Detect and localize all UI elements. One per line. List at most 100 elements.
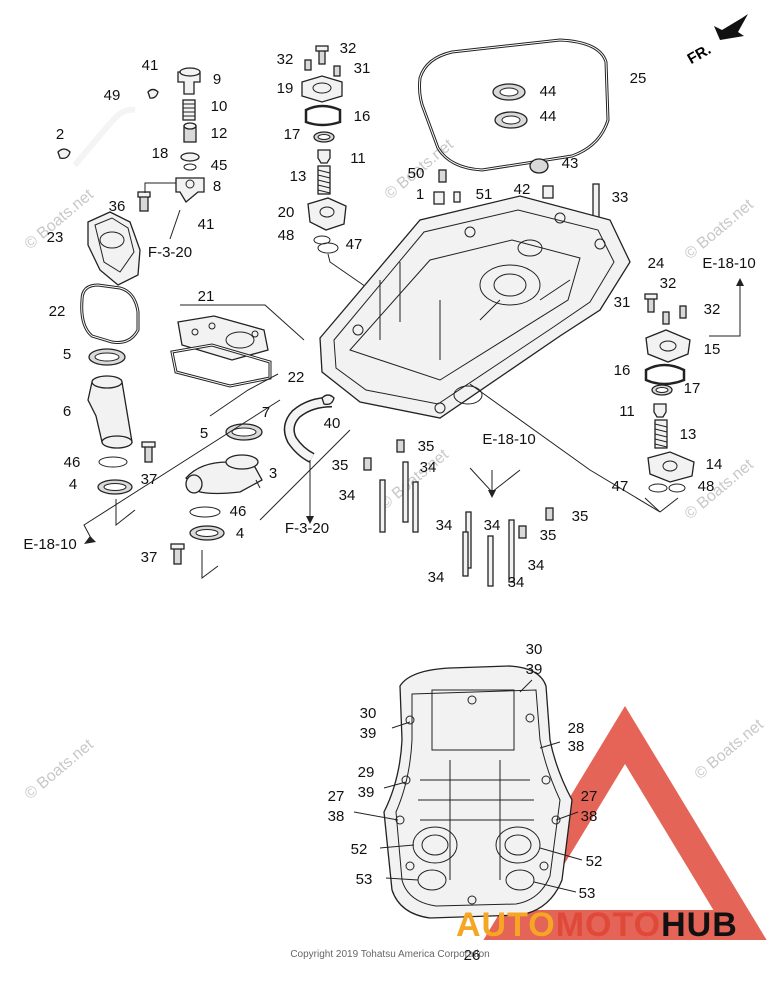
callout-13: 13 (290, 168, 307, 185)
watermark-text: © Boats.net (692, 716, 768, 783)
callout-4: 4 (69, 476, 77, 493)
bolts-34-35 (363, 439, 554, 587)
callout-39: 39 (358, 784, 375, 801)
washer-18 (180, 152, 200, 162)
crankcase-leaders (353, 679, 583, 893)
callout-layer: 4941910121845823641232221225657404637434… (47, 40, 723, 964)
oring-46-left (98, 456, 128, 468)
callout-51: 51 (476, 186, 493, 203)
callout-11: 11 (619, 403, 635, 420)
dowel-1 (433, 191, 445, 205)
cross-reference-E-18-10: E-18-10 (702, 255, 755, 272)
callout-17: 17 (684, 380, 701, 397)
crankcase-26 (383, 665, 573, 919)
brand-part-1: AUTO (456, 906, 556, 944)
callout-13: 13 (680, 426, 697, 443)
callout-6: 6 (63, 403, 71, 420)
callout-35: 35 (572, 508, 589, 525)
bolt-37-upper (141, 441, 156, 463)
callout-31: 31 (614, 294, 631, 311)
callout-34: 34 (528, 557, 545, 574)
callout-45: 45 (211, 157, 228, 174)
bolt-50 (438, 169, 447, 183)
ring-17-top (313, 131, 335, 143)
spring-13-top (317, 165, 331, 195)
callout-12: 12 (211, 125, 228, 142)
callout-53: 53 (579, 885, 596, 902)
callout-7: 7 (262, 404, 270, 421)
front-direction-arrow: FR. (685, 14, 748, 68)
callout-34: 34 (436, 517, 453, 534)
clip-40 (321, 394, 335, 406)
callout-25: 25 (630, 70, 647, 87)
svg-text:AUTOMOTOHUB: AUTOMOTOHUB (456, 906, 738, 944)
seal-44-lower (494, 111, 528, 129)
callout-16: 16 (354, 108, 371, 125)
callout-38: 38 (328, 808, 345, 825)
cap-15 (645, 329, 691, 363)
callout-9: 9 (213, 71, 221, 88)
cross-reference-E-18-10: E-18-10 (482, 431, 535, 448)
callout-5: 5 (200, 425, 208, 442)
callout-39: 39 (360, 725, 377, 742)
callout-8: 8 (213, 178, 221, 195)
callout-33: 33 (612, 189, 629, 206)
callout-28: 28 (568, 720, 585, 737)
seal-5-center (225, 423, 263, 441)
callout-48: 48 (698, 478, 715, 495)
callout-29: 29 (358, 764, 375, 781)
callout-40: 40 (324, 415, 341, 432)
callout-53: 53 (356, 871, 373, 888)
callout-21: 21 (198, 288, 215, 305)
cap-19 (301, 75, 343, 103)
callout-23: 23 (47, 229, 64, 246)
callout-17: 17 (284, 126, 301, 143)
callout-44: 44 (540, 108, 557, 125)
clip-41 (147, 88, 159, 99)
valve-12 (183, 122, 197, 143)
seal-4-left (97, 479, 133, 495)
front-direction-label: FR. (685, 41, 714, 68)
clip-2 (57, 148, 71, 160)
callout-52: 52 (586, 853, 603, 870)
callout-34: 34 (420, 459, 437, 476)
gasket-22-left (80, 283, 140, 344)
callout-49: 49 (104, 87, 121, 104)
callout-22: 22 (288, 369, 305, 386)
callout-19: 19 (277, 80, 294, 97)
callout-1: 1 (416, 186, 424, 203)
callout-4: 4 (236, 525, 244, 542)
callout-32: 32 (704, 301, 721, 318)
callout-24: 24 (648, 255, 665, 272)
stud-33 (592, 183, 600, 221)
callout-27: 27 (581, 788, 598, 805)
dowel-42 (542, 185, 554, 199)
callout-27: 27 (328, 788, 345, 805)
bolt-37-lower (170, 543, 185, 565)
callout-41: 41 (142, 57, 159, 74)
callout-32: 32 (277, 51, 294, 68)
valve-body-20 (307, 197, 347, 231)
callout-34: 34 (484, 517, 501, 534)
callout-35: 35 (540, 527, 557, 544)
callout-32: 32 (660, 275, 677, 292)
brand-part-2: MOTO (556, 906, 661, 944)
callout-35: 35 (332, 457, 349, 474)
callout-22: 22 (49, 303, 66, 320)
cover-21 (177, 315, 269, 361)
fitting-9 (177, 67, 201, 95)
elbow-pipe-6 (87, 375, 133, 449)
cross-reference-F-3-20: F-3-20 (285, 520, 329, 537)
callout-39: 39 (526, 661, 543, 678)
callout-26: 26 (464, 947, 481, 964)
callout-38: 38 (581, 808, 598, 825)
cross-reference-F-3-20: F-3-20 (148, 244, 192, 261)
seal-4-center (189, 525, 225, 541)
callout-37: 37 (141, 549, 158, 566)
callout-18: 18 (152, 145, 169, 162)
callout-44: 44 (540, 83, 557, 100)
oring-47-48-right (648, 483, 686, 493)
callout-20: 20 (278, 204, 295, 221)
oring-46-center (189, 506, 221, 518)
brand-part-3: HUB (661, 906, 738, 944)
